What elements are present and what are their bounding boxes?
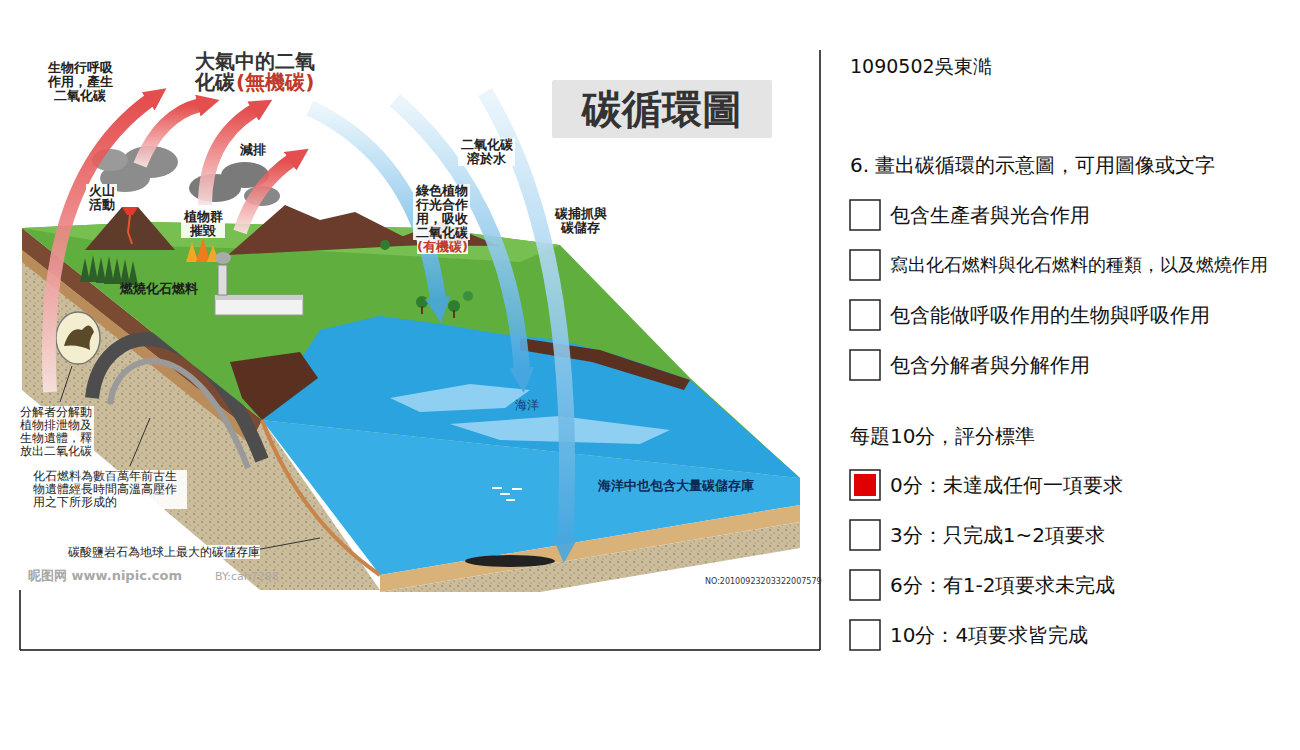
mountains [85,207,175,250]
checkboxes [850,200,880,230]
plants [380,240,473,318]
respiration-arrows [49,100,150,392]
respiration-arrows [140,105,200,165]
ocean-side-face [465,555,555,567]
checkboxes [850,250,880,280]
requirement-item: 包含能做呼吸作用的生物與呼吸作用 [890,303,1210,327]
ocean-side-face [262,420,380,575]
checkboxes [850,620,880,650]
frame-lines [19,590,21,650]
plants [421,306,423,314]
forest [96,257,106,283]
plants [453,310,455,318]
frame-lines [20,50,820,650]
requirement-item: 包含分解者與分解作用 [890,353,1090,377]
fire [186,242,198,262]
fossil-note: 化石燃料為數百萬年前古生物遺體經長時間高溫高壓作用之下所形成的 [33,470,187,509]
respiration-arrows [49,100,292,392]
mountains [228,205,420,255]
capture-label: 碳捕抓與碳儲存 [552,207,609,235]
factory [215,252,231,264]
checkboxes [850,470,880,500]
leader-lines [60,366,72,402]
dissolve-label: 二氧化碳溶於水 [458,138,515,166]
leader-lines [60,366,320,551]
forest [80,258,90,282]
factory [218,265,227,295]
ocean-surface [230,352,318,420]
forest [88,255,98,282]
frame-lines [819,50,821,650]
illustration-title: 碳循環圖 [552,80,772,138]
score-option: 10分：4項要求皆完成 [890,623,1088,647]
fossil-circle [64,325,94,350]
watermark: 昵图网 www.nipic.com [28,568,182,584]
reduction-label: 減排 [240,142,266,157]
score-option: 6分：有1-2項要求未完成 [890,573,1115,597]
checkboxes [850,520,880,550]
inorganic-tag: (無機碳) [236,72,314,93]
fire [196,238,210,262]
respiration-arrows [240,160,292,232]
ocean-surface [390,384,530,412]
checkboxes [854,474,876,496]
photosynthesis-label: 綠色植物行光合作用，吸收二氧化碳 [413,184,470,240]
factory [215,252,303,315]
leader-lines [130,418,150,466]
respiration-arrows [205,110,255,205]
ocean-side-face [262,420,800,592]
factory [215,295,303,315]
arrow-label: 生物行呼吸作用，產生二氧化碳 [45,61,115,103]
checkboxes [850,300,880,330]
mountains [128,215,132,244]
volcano-label: 火山活動 [86,184,117,212]
leader-lines [250,538,320,551]
fossil-circle [56,312,100,364]
fossil-fuel-label: 燃燒化石燃料 [120,281,198,297]
forest [104,256,114,284]
student-id: 1090502吳東澔 [850,55,992,78]
checkboxes [850,350,880,380]
ocean-label: 海洋 [515,398,539,412]
score-option: 0分：未達成任何一項要求 [890,473,1123,497]
score-option: 3分：只完成1~2項要求 [890,523,1105,547]
ocean-storage-label: 海洋中也包含大量碳儲存庫 [598,478,754,494]
fire-label: 植物群摧毀 [181,210,225,238]
carbonate-note: 碳酸鹽岩石為地球上最大的碳儲存庫 [68,545,260,559]
plants [380,240,390,250]
decomposer-note: 分解者分解動植物排泄物及生物遺體，釋放出二氧化碳 [20,406,94,458]
factory [215,295,303,300]
forest [80,255,138,285]
image-number: NO:20100923203322007579 [705,577,822,587]
mountains [122,207,138,215]
ocean-side-face [492,488,522,500]
forest [112,258,122,284]
requirement-item: 包含生產者與光合作用 [890,203,1090,227]
checkboxes [850,570,880,600]
fossil-circle [56,312,100,364]
scoring-heading: 每題10分，評分標準 [850,424,1035,448]
absorption-arrows [310,92,567,540]
absorption-arrows [395,100,522,370]
frame-lines [20,649,820,651]
watermark: BY:can7298 [215,570,279,584]
organic-tag: (有機碳) [417,240,468,254]
ocean-surface [520,338,690,390]
fire [186,238,219,262]
question-text: 6. 畫出碳循環的示意圖，可用圖像或文字 [850,153,1215,177]
requirement-item: 寫出化石燃料與化石燃料的種類，以及燃燒作用 [890,254,1268,276]
plants [463,291,473,301]
